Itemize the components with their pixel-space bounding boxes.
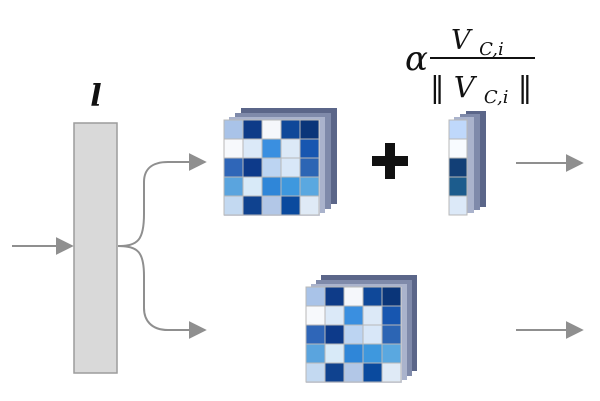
vector-cell-4	[448, 176, 468, 197]
vector-cell-2	[448, 138, 468, 159]
top-matrix-cell-2-1	[223, 138, 244, 159]
bottom-feature-matrix	[305, 286, 402, 383]
top-matrix-cell-2-4	[280, 138, 301, 159]
vector-cell-5	[448, 195, 468, 216]
bottom-matrix-cell-4-3	[343, 343, 364, 364]
formula-denominator-subscript: C,i	[484, 87, 509, 108]
bottom-matrix-cell-4-1	[305, 343, 326, 364]
vector-cell-1	[448, 119, 468, 140]
vector-cell-3	[448, 157, 468, 178]
formula-denominator-close: ‖	[518, 70, 533, 104]
bottom-matrix-cell-5-3	[343, 362, 364, 383]
bottom-matrix-cell-2-4	[362, 305, 383, 326]
top-matrix-cell-5-5	[299, 195, 320, 216]
layer-box	[73, 122, 118, 374]
bottom-matrix-cell-1-2	[324, 286, 345, 307]
formula-alpha: α	[405, 39, 428, 79]
top-matrix-cell-1-1	[223, 119, 244, 140]
bottom-feature-stack	[305, 275, 417, 383]
layer-label: l	[90, 79, 101, 114]
bottom-matrix-cell-1-5	[381, 286, 402, 307]
bottom-matrix-cell-2-2	[324, 305, 345, 326]
bottom-matrix-cell-4-4	[362, 343, 383, 364]
top-matrix-cell-3-5	[299, 157, 320, 178]
formula-denominator-main: V	[454, 70, 478, 104]
bottom-matrix-cell-1-4	[362, 286, 383, 307]
bottom-matrix-cell-4-2	[324, 343, 345, 364]
bottom-matrix-cell-2-1	[305, 305, 326, 326]
top-matrix-cell-4-2	[242, 176, 263, 197]
top-feature-matrix	[223, 119, 320, 216]
bottom-matrix-cell-5-4	[362, 362, 383, 383]
top-matrix-cell-2-5	[299, 138, 320, 159]
top-matrix-cell-2-3	[261, 138, 282, 159]
bottom-matrix-cell-1-1	[305, 286, 326, 307]
top-matrix-cell-4-1	[223, 176, 244, 197]
formula-denominator-open: ‖	[430, 70, 445, 104]
top-matrix-cell-1-5	[299, 119, 320, 140]
bottom-matrix-cell-2-3	[343, 305, 364, 326]
bottom-matrix-cell-2-5	[381, 305, 402, 326]
top-matrix-cell-3-4	[280, 157, 301, 178]
top-matrix-cell-5-1	[223, 195, 244, 216]
top-matrix-cell-3-1	[223, 157, 244, 178]
formula-numerator-main: V	[451, 25, 473, 56]
bottom-matrix-cell-3-3	[343, 324, 364, 345]
bottom-matrix-cell-3-1	[305, 324, 326, 345]
top-matrix-cell-1-2	[242, 119, 263, 140]
split-arrow-upper	[117, 153, 207, 247]
formula-numerator-subscript: C,i	[479, 39, 504, 60]
top-matrix-cell-4-4	[280, 176, 301, 197]
scaling-formula: α V C,i ‖ V C,i ‖	[405, 25, 535, 110]
top-matrix-cell-3-3	[261, 157, 282, 178]
top-matrix-cell-4-5	[299, 176, 320, 197]
plus-vertical-bar	[385, 143, 395, 179]
top-feature-stack	[223, 108, 337, 216]
bottom-matrix-cell-3-4	[362, 324, 383, 345]
top-matrix-cell-2-2	[242, 138, 263, 159]
bottom-matrix-cell-3-2	[324, 324, 345, 345]
bottom-matrix-cell-3-5	[381, 324, 402, 345]
top-matrix-cell-5-3	[261, 195, 282, 216]
steering-vector	[448, 119, 468, 216]
bottom-matrix-cell-5-5	[381, 362, 402, 383]
formula-numerator: V C,i	[451, 25, 504, 60]
steering-vector-stack	[448, 111, 486, 216]
top-matrix-cell-3-2	[242, 157, 263, 178]
top-matrix-cell-5-4	[280, 195, 301, 216]
bottom-matrix-cell-1-3	[343, 286, 364, 307]
formula-denominator: ‖ V C,i ‖	[430, 70, 532, 110]
bottom-matrix-cell-5-1	[305, 362, 326, 383]
top-matrix-cell-4-3	[261, 176, 282, 197]
top-matrix-cell-1-4	[280, 119, 301, 140]
bottom-matrix-cell-5-2	[324, 362, 345, 383]
split-arrow-lower	[117, 245, 207, 339]
top-matrix-cell-1-3	[261, 119, 282, 140]
bottom-matrix-cell-4-5	[381, 343, 402, 364]
top-matrix-cell-5-2	[242, 195, 263, 216]
plus-operator	[372, 143, 408, 179]
